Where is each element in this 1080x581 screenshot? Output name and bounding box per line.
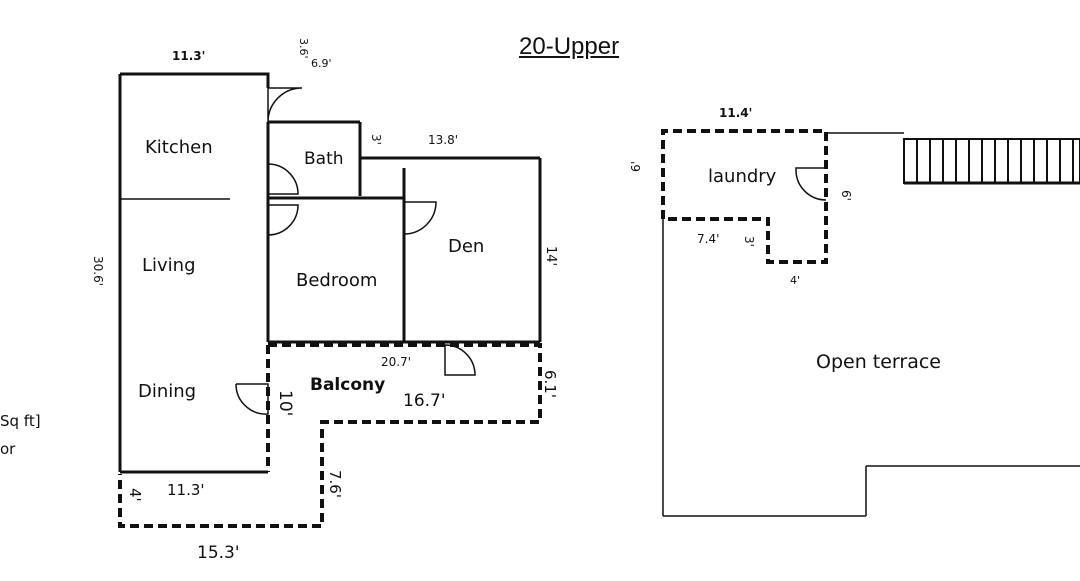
room-living: Living bbox=[142, 255, 196, 276]
room-laundry: laundry bbox=[708, 166, 777, 187]
dim-bath-small-a: 3.6' bbox=[297, 38, 310, 59]
dim-left-height: 30.6' bbox=[91, 256, 105, 286]
dim-lower-depth: 4' bbox=[126, 488, 144, 502]
dim-bath-small-c: 3' bbox=[369, 134, 383, 145]
wall-outer-left bbox=[120, 72, 270, 88]
dim-den-width: 13.8' bbox=[428, 133, 458, 147]
room-kitchen: Kitchen bbox=[145, 137, 213, 158]
dim-laundry-height-right: 6' bbox=[839, 190, 853, 201]
door-bedroom bbox=[267, 204, 299, 236]
dim-balcony-length: 16.7' bbox=[403, 391, 446, 411]
dim-laundry-height-left: 6' bbox=[629, 161, 643, 172]
door-laundry bbox=[795, 167, 827, 201]
plan-title: 20-Upper bbox=[519, 33, 620, 60]
door-balcony bbox=[444, 344, 476, 376]
cropped-note-line2: or bbox=[0, 440, 16, 458]
door-bath bbox=[267, 163, 299, 195]
door-kitchen-top bbox=[267, 87, 303, 123]
door-den bbox=[403, 201, 437, 235]
dim-bath-small-b: 6.9' bbox=[311, 57, 332, 70]
dim-top-width: 11.3' bbox=[172, 49, 205, 63]
room-balcony: Balcony bbox=[310, 375, 385, 395]
dim-laundry-notch-width: 4' bbox=[790, 274, 800, 287]
dim-bottom-width: 15.3' bbox=[197, 543, 240, 563]
balcony-outline bbox=[118, 343, 542, 528]
room-bedroom: Bedroom bbox=[296, 270, 377, 291]
dim-balcony-depth: 10' bbox=[275, 390, 295, 416]
stairs bbox=[903, 138, 1080, 185]
dim-lower-width: 11.3' bbox=[167, 481, 205, 499]
dim-lower-side: 7.6' bbox=[326, 470, 344, 498]
dim-balcony-top: 20.7' bbox=[381, 355, 411, 369]
room-dining: Dining bbox=[138, 381, 196, 402]
room-den: Den bbox=[448, 236, 484, 257]
door-dining bbox=[235, 383, 269, 415]
room-open-terrace: Open terrace bbox=[816, 351, 941, 373]
dim-den-height: 14' bbox=[543, 246, 558, 266]
dim-laundry-width: 11.4' bbox=[719, 106, 752, 120]
dim-balcony-side: 6.1' bbox=[541, 370, 559, 398]
laundry-outline bbox=[661, 129, 828, 264]
room-bath: Bath bbox=[304, 149, 344, 169]
cropped-note-line1: Sq ft] bbox=[0, 412, 41, 430]
dim-laundry-notch: 7.4' bbox=[697, 232, 719, 246]
dim-laundry-notch-height: 3' bbox=[742, 236, 756, 247]
